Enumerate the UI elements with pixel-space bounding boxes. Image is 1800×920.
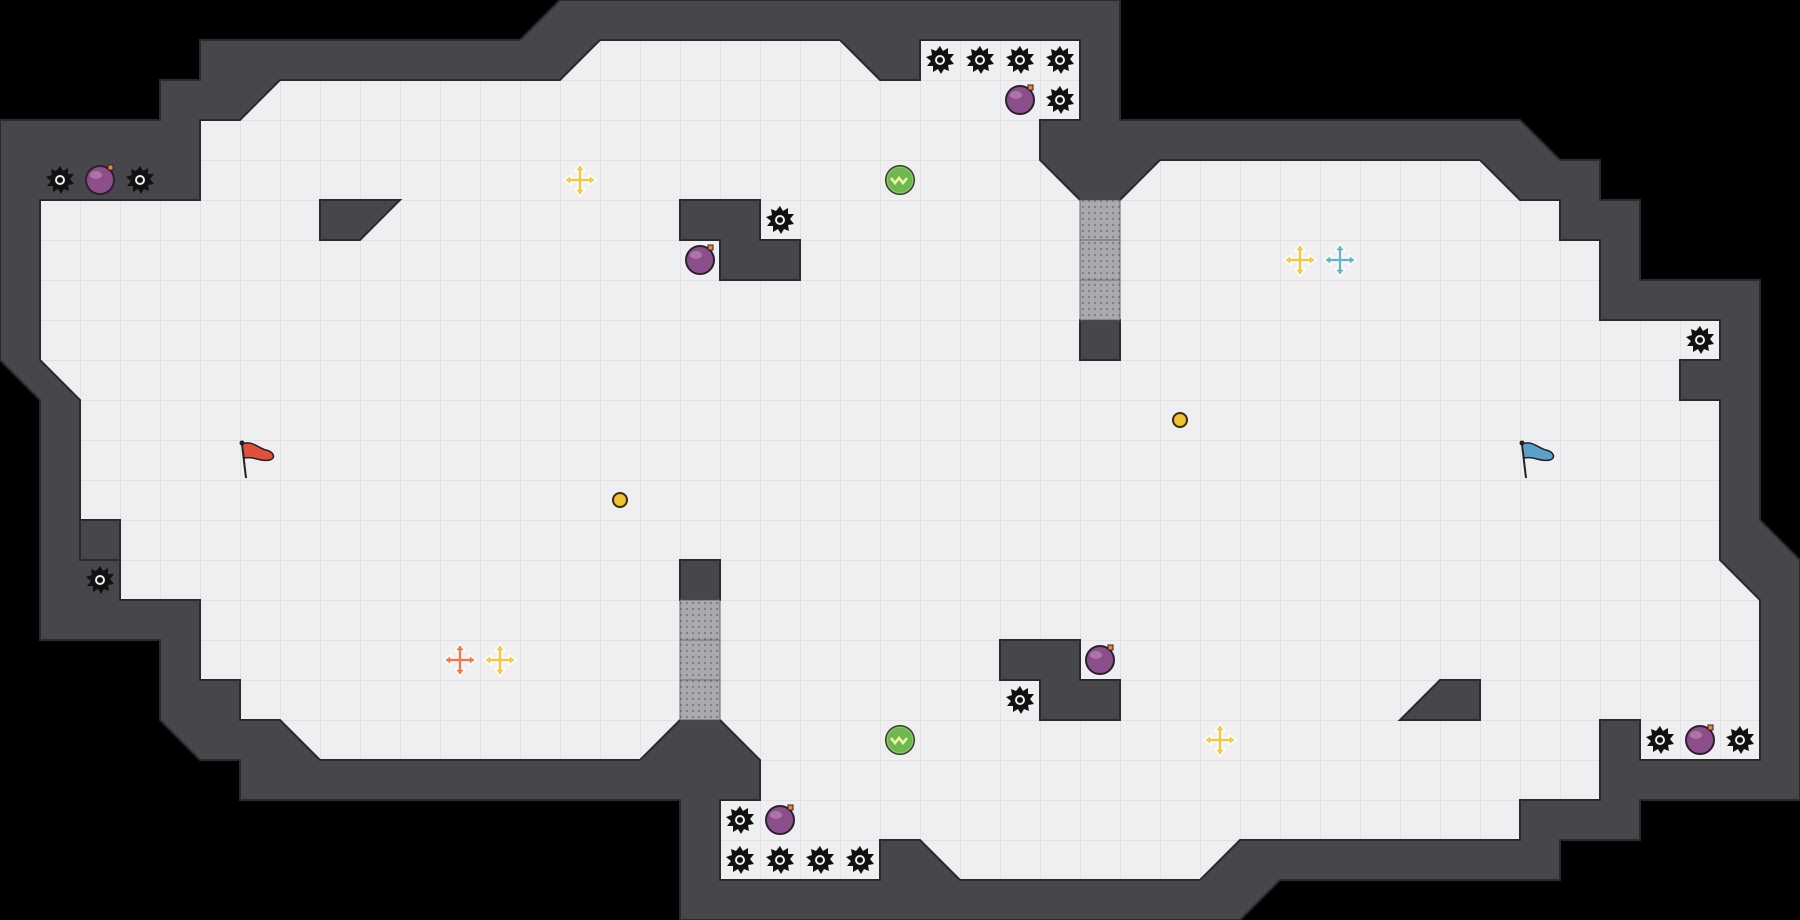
grate-tile — [679, 639, 721, 681]
grate-tile — [1079, 279, 1121, 321]
bomb-icon — [1685, 724, 1715, 755]
grate-tile — [679, 599, 721, 641]
coin-icon — [612, 492, 628, 508]
bomb-icon — [1085, 644, 1115, 675]
green-orb-icon — [884, 164, 916, 196]
bomb-icon — [85, 164, 115, 195]
wall-ramp-se — [1397, 679, 1481, 721]
inner-walls — [79, 199, 1481, 721]
grates — [679, 199, 1121, 721]
grate-tile — [1079, 199, 1121, 241]
bomb-icon — [1005, 84, 1035, 115]
wall-ramp-nw — [319, 199, 403, 241]
coin-icon — [1172, 412, 1188, 428]
wall-notch-left — [79, 519, 121, 561]
wall-block-center-top — [1079, 319, 1121, 361]
wall-block-lower-mid — [999, 639, 1121, 721]
wall-block-upper-mid — [679, 199, 801, 281]
arena-floor — [39, 39, 1761, 881]
bomb-icon — [685, 244, 715, 275]
grate-tile — [1079, 239, 1121, 281]
green-orb-icon — [884, 724, 916, 756]
wall-block-center-bottom — [679, 559, 721, 601]
grate-tile — [679, 679, 721, 721]
bomb-icon — [765, 804, 795, 835]
